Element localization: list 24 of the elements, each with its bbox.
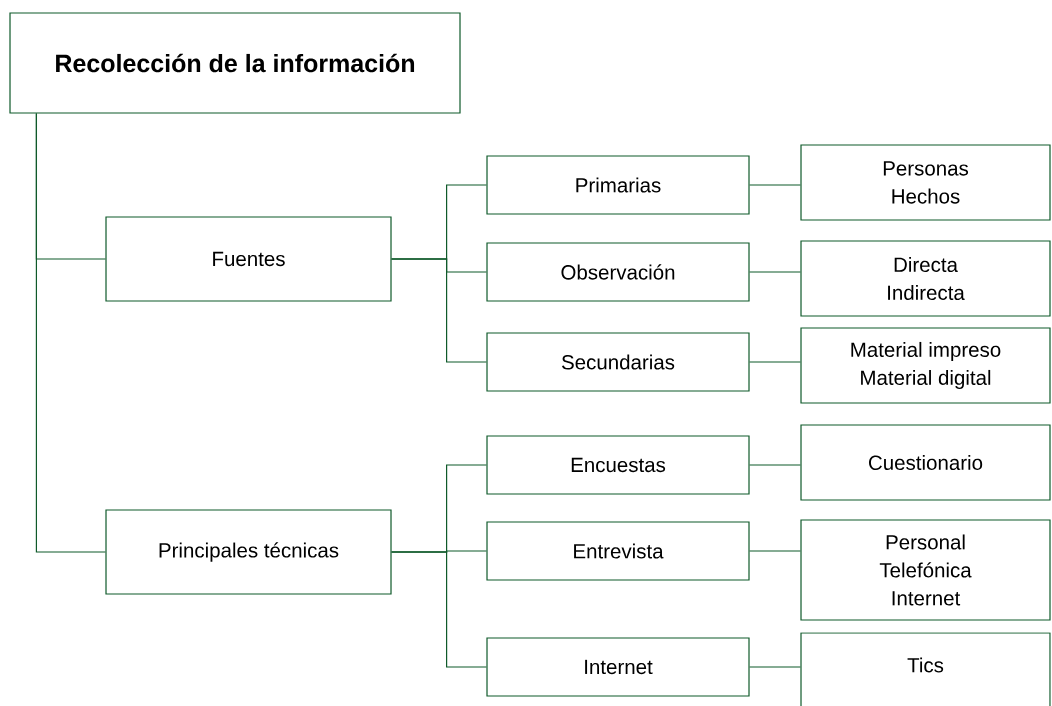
category-box: Observación bbox=[486, 242, 750, 302]
category-box: Internet bbox=[486, 637, 750, 697]
connector-line bbox=[391, 551, 487, 668]
category-box: Material impreso Material digital bbox=[800, 327, 1051, 404]
category-box: Cuestionario bbox=[800, 424, 1051, 501]
connector-line bbox=[749, 666, 801, 668]
category-box: Secundarias bbox=[486, 332, 750, 392]
category-box: Primarias bbox=[486, 155, 750, 215]
category-box: Fuentes bbox=[105, 216, 392, 302]
connector-line bbox=[749, 361, 801, 363]
category-box: Directa Indirecta bbox=[800, 240, 1051, 317]
category-box: Personas Hechos bbox=[800, 144, 1051, 221]
category-box: Principales técnicas bbox=[105, 509, 392, 595]
category-box: Encuestas bbox=[486, 435, 750, 495]
connector-line bbox=[749, 464, 801, 466]
connector-line bbox=[749, 271, 801, 273]
category-box: Entrevista bbox=[486, 521, 750, 581]
connector-line bbox=[391, 258, 487, 363]
category-box: Tics bbox=[800, 632, 1051, 706]
connector-line bbox=[749, 184, 801, 186]
connector-line bbox=[749, 550, 801, 552]
connector-line bbox=[35, 113, 106, 553]
title-box: Recolección de la información bbox=[9, 12, 461, 114]
category-box: Personal Telefónica Internet bbox=[800, 519, 1051, 621]
